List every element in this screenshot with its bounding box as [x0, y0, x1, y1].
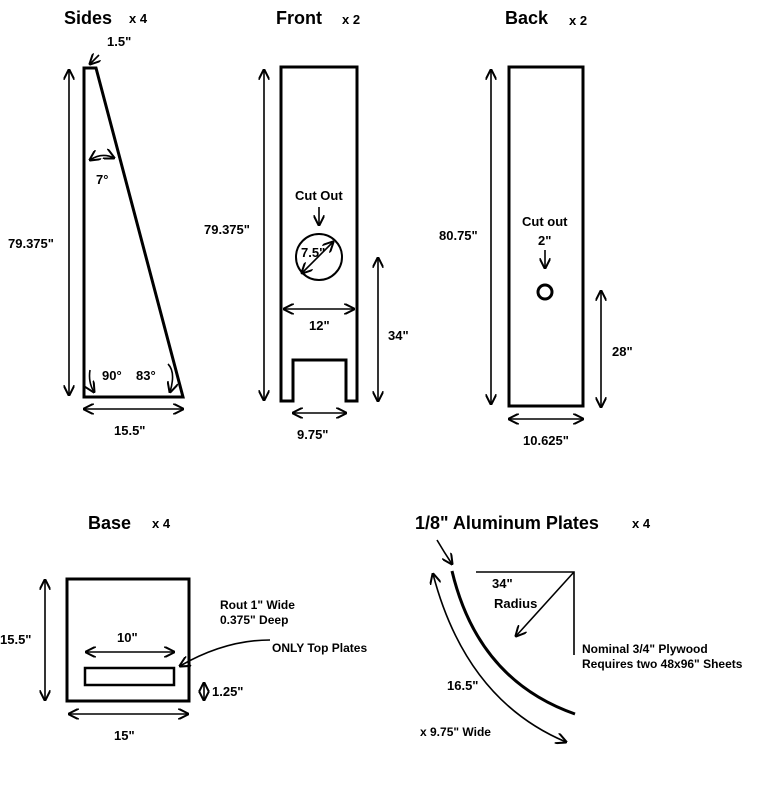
rout-note-line3: ONLY Top Plates: [272, 641, 367, 655]
front-cutout-label: Cut Out: [295, 188, 343, 203]
rout-note-leader: [180, 639, 271, 666]
front-quantity: x 2: [342, 12, 360, 27]
top-width-leader: [90, 55, 99, 64]
back-cutout-label: Cut out: [522, 214, 568, 229]
base-quantity: x 4: [152, 516, 171, 531]
rout-slot: [83, 666, 176, 687]
front-hole-diameter-label: 7.5": [301, 245, 325, 260]
radius-guide-lines: [476, 571, 575, 655]
side-left-angle-label: 90°: [102, 368, 122, 383]
sides-section: Sides x 4 1.5" 79.375" 7° 90° 83° 15.5": [8, 8, 185, 438]
plates-quantity: x 4: [632, 516, 651, 531]
port-hole: [536, 283, 554, 301]
plates-title: 1/8" Aluminum Plates: [415, 513, 599, 533]
side-panel: [82, 66, 185, 399]
back-panel: [507, 65, 585, 408]
side-bottom-width-label: 15.5": [114, 423, 145, 438]
base-height-label: 15.5": [0, 632, 31, 647]
front-title: Front: [276, 8, 322, 28]
back-height-label: 80.75": [439, 228, 478, 243]
plates-section: 1/8" Aluminum Plates x 4 34" Radius 16.5…: [415, 513, 743, 742]
arc-length-arrow: [433, 574, 566, 742]
front-section: Front x 2 79.375" Cut Out 7.5" 34" 12" 9…: [204, 8, 409, 442]
back-width-label: 10.625": [523, 433, 569, 448]
base-width-label: 15": [114, 728, 135, 743]
side-top-angle-label: 7°: [96, 172, 108, 187]
back-quantity: x 2: [569, 13, 587, 28]
base-section: Base x 4 15.5" 10" 1.25" 15" Rout 1" Wid…: [0, 513, 367, 743]
front-height-label: 79.375": [204, 222, 250, 237]
plywood-note-line2: Requires two 48x96" Sheets: [582, 657, 743, 671]
rout-note-line2: 0.375" Deep: [220, 613, 288, 627]
front-width-label: 12": [309, 318, 330, 333]
back-hole-diameter-label: 2": [538, 233, 551, 248]
plate-title-leader: [436, 539, 452, 564]
sides-title: Sides: [64, 8, 112, 28]
angle-83-arc: [168, 363, 173, 392]
rout-note-line1: Rout 1" Wide: [220, 598, 295, 612]
plates-width-label: x 9.75" Wide: [420, 725, 491, 739]
base-title: Base: [88, 513, 131, 533]
back-hole-height-label: 28": [612, 344, 633, 359]
front-notch-width-label: 9.75": [297, 427, 328, 442]
back-section: Back x 2 80.75" Cut out 2" 28" 10.625": [439, 8, 633, 448]
base-slot-width-label: 1.25": [212, 684, 243, 699]
plates-arc-length-label: 16.5": [447, 678, 478, 693]
front-hole-height-label: 34": [388, 328, 409, 343]
sides-quantity: x 4: [129, 11, 148, 26]
base-slot-length-label: 10": [117, 630, 138, 645]
hole-diameter-arrow: [302, 242, 333, 273]
plates-radius-label: Radius: [494, 596, 537, 611]
side-right-angle-label: 83°: [136, 368, 156, 383]
angle-7-arc: [90, 155, 114, 160]
side-height-label: 79.375": [8, 236, 54, 251]
back-title: Back: [505, 8, 549, 28]
angle-90-arc: [90, 369, 95, 392]
plywood-note-line1: Nominal 3/4" Plywood: [582, 642, 708, 656]
plates-radius-value: 34": [492, 576, 513, 591]
side-top-width-label: 1.5": [107, 34, 131, 49]
